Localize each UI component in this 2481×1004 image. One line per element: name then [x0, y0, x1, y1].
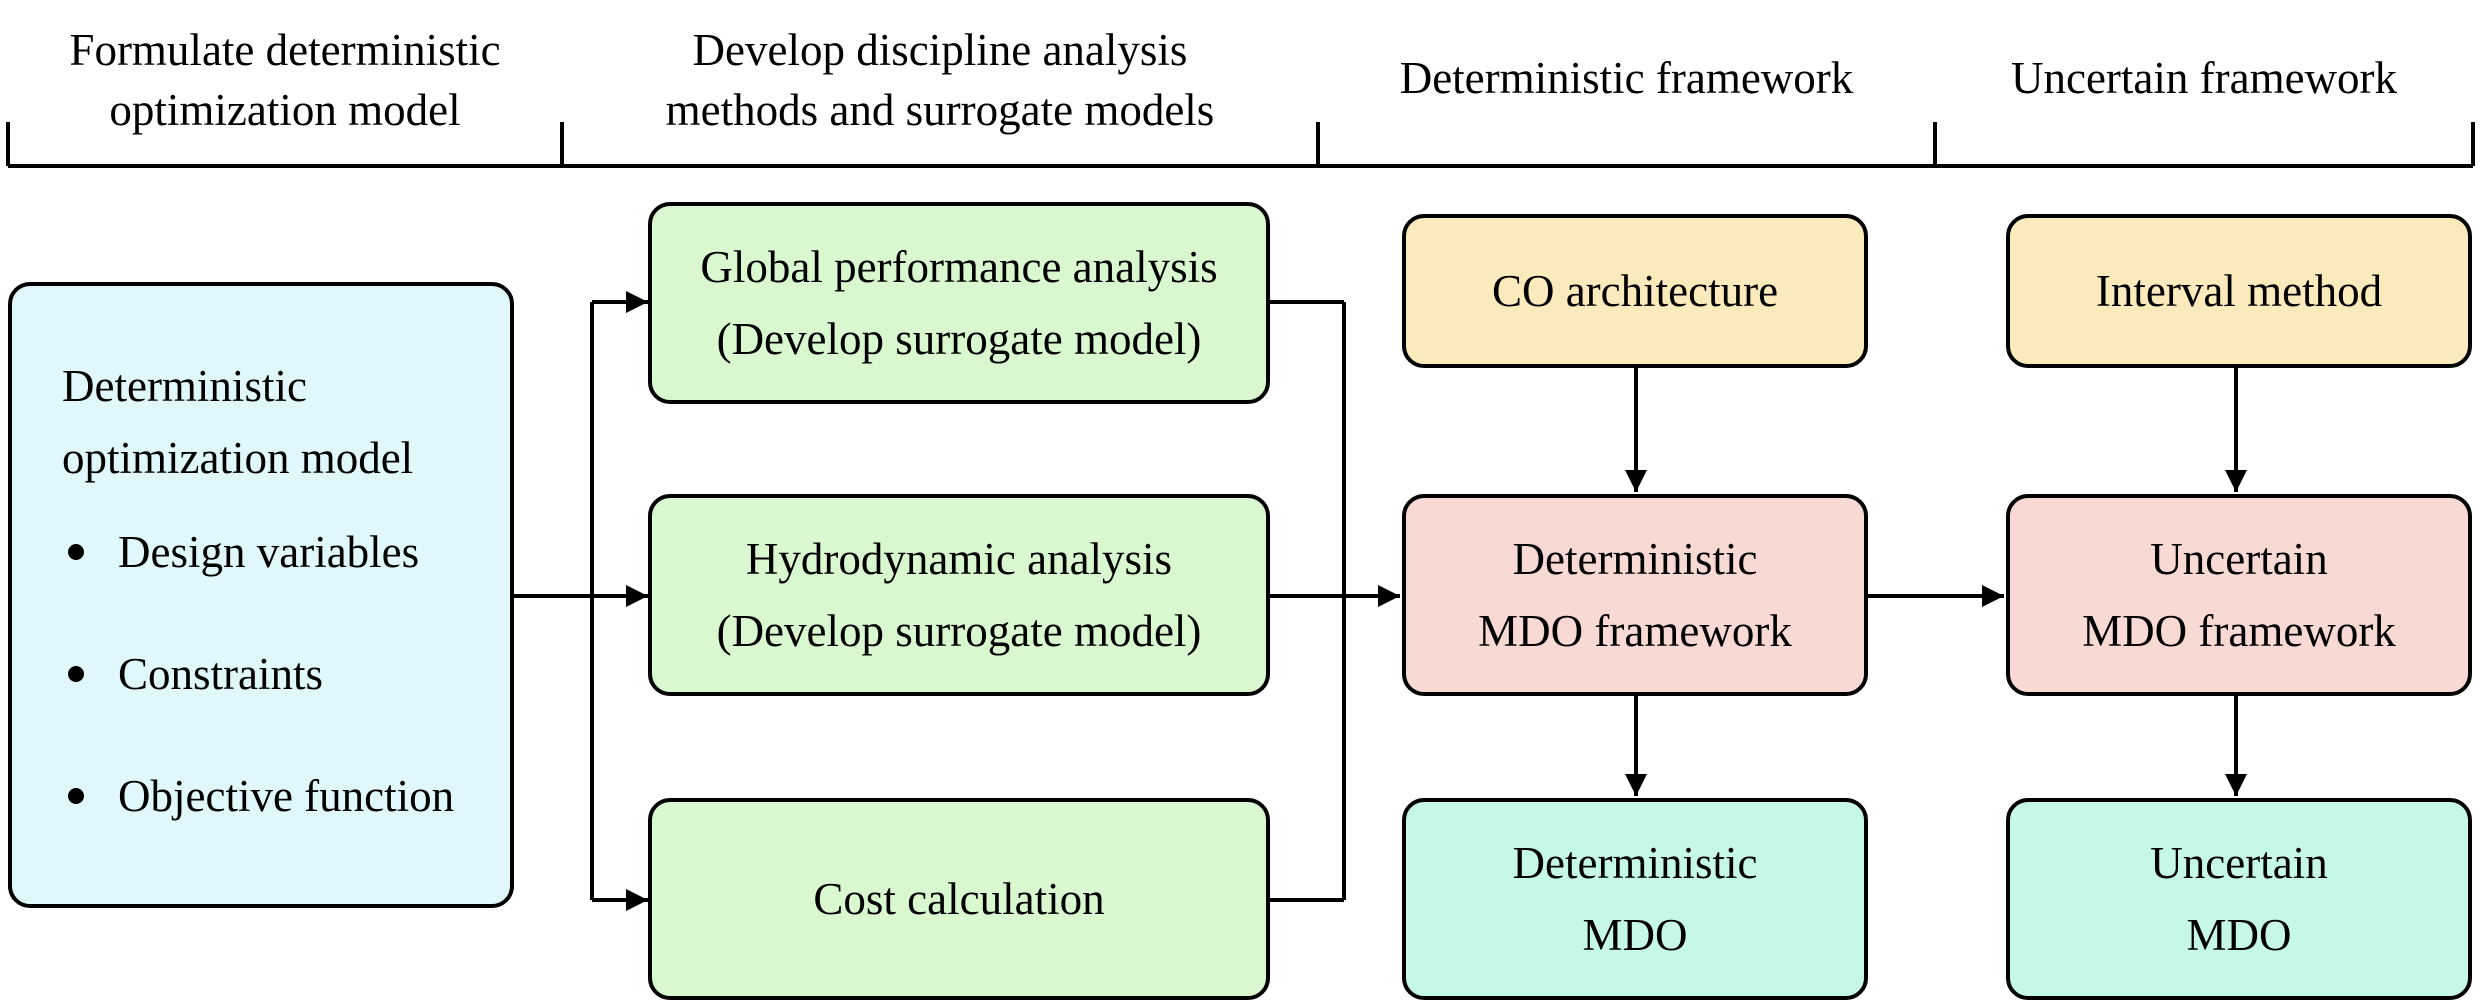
co-architecture-box: CO architecture	[1402, 214, 1868, 368]
box-line: (Develop surrogate model)	[716, 606, 1202, 656]
model-bullet-list: Design variables Constraints Objective f…	[62, 516, 510, 832]
box-line: MDO framework	[1478, 606, 1792, 656]
deterministic-mdo-framework-box: Deterministic MDO framework	[1402, 494, 1868, 696]
header-line: methods and surrogate models	[665, 85, 1215, 135]
box-line: Deterministic	[1512, 838, 1758, 888]
box-line: CO architecture	[1491, 266, 1779, 316]
box-line: Uncertain	[2150, 534, 2328, 584]
box-line: MDO	[1582, 910, 1688, 960]
fan-out-connector	[514, 291, 648, 911]
header-line: Formulate deterministic	[69, 25, 501, 75]
hydrodynamic-analysis-box: Hydrodynamic analysis (Develop surrogate…	[648, 494, 1270, 696]
cost-calculation-box: Cost calculation	[648, 798, 1270, 1000]
header-deterministic: Deterministic framework	[1318, 48, 1935, 108]
model-title-line: Deterministic	[62, 361, 307, 411]
box-line: Uncertain	[2150, 838, 2328, 888]
box-line: MDO	[2186, 910, 2292, 960]
fan-in-connector	[1270, 300, 1400, 902]
header-line: Develop discipline analysis	[692, 25, 1188, 75]
header-rule	[6, 122, 2475, 168]
deterministic-mdo-box: Deterministic MDO	[1402, 798, 1868, 1000]
box-line: Cost calculation	[813, 874, 1105, 924]
box-line: Interval method	[2095, 266, 2383, 316]
interval-method-box: Interval method	[2006, 214, 2472, 368]
global-performance-analysis-box: Global performance analysis (Develop sur…	[648, 202, 1270, 404]
model-box-title: Deterministic optimization model	[62, 350, 510, 494]
header-formulate: Formulate deterministic optimization mod…	[8, 20, 562, 140]
uncertain-mdo-box: Uncertain MDO	[2006, 798, 2472, 1000]
box-line: Deterministic	[1512, 534, 1758, 584]
model-title-line: optimization model	[62, 433, 414, 483]
box-line: (Develop surrogate model)	[716, 314, 1202, 364]
bullet-design-variables: Design variables	[62, 516, 510, 588]
header-line: optimization model	[109, 85, 461, 135]
header-line: Deterministic framework	[1399, 53, 1854, 103]
box-line: Hydrodynamic analysis	[745, 534, 1173, 584]
bullet-constraints: Constraints	[62, 638, 510, 710]
header-uncertain: Uncertain framework	[1935, 48, 2473, 108]
header-line: Uncertain framework	[2010, 53, 2398, 103]
box-line: Global performance analysis	[700, 242, 1218, 292]
box-line: MDO framework	[2082, 606, 2396, 656]
bullet-objective-function: Objective function	[62, 760, 510, 832]
deterministic-optimization-model-box: Deterministic optimization model Design …	[8, 282, 514, 908]
uncertain-mdo-framework-box: Uncertain MDO framework	[2006, 494, 2472, 696]
header-develop: Develop discipline analysis methods and …	[562, 20, 1318, 140]
